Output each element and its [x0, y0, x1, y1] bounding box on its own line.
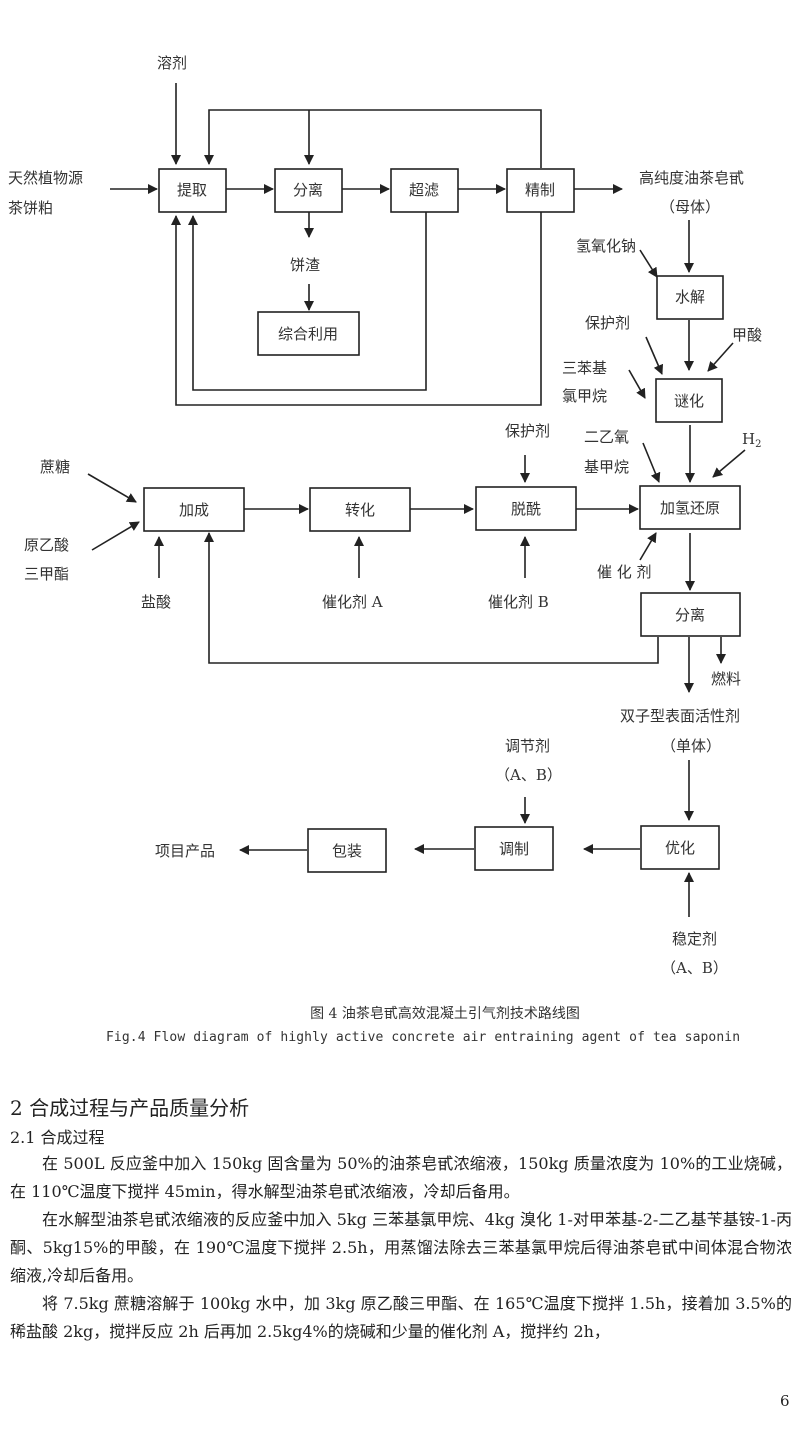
label-sodium-hydroxide: 氢氧化钠	[576, 237, 636, 255]
label-high-purity-line2: （母体）	[660, 198, 720, 216]
process-step-separation-1: 分离	[274, 168, 343, 213]
label-gemini-surfactant-line1: 双子型表面活性剂	[620, 707, 740, 725]
page-number: 6	[780, 1392, 790, 1410]
label-catalyst-b: 催化剂 B	[488, 593, 549, 611]
label-sucrose: 蔗糖	[40, 458, 70, 476]
label-formic-acid: 甲酸	[732, 326, 762, 344]
paragraph: 在水解型油茶皂甙浓缩液的反应釜中加入 5kg 三苯基氯甲烷、4kg 溴化 1-对…	[10, 1210, 792, 1285]
label-regulator-line2: （A、B）	[495, 766, 562, 784]
step-label: 分离	[675, 606, 705, 624]
label-protectant-2: 保护剂	[505, 422, 550, 440]
label-stabilizer-line2: （A、B）	[661, 959, 728, 977]
label-protectant-1: 保护剂	[585, 314, 630, 332]
label-trimethyl-orthoacetate-line2: 三甲酯	[24, 565, 69, 583]
process-step-optimization: 优化	[640, 825, 720, 870]
section-heading: 2 合成过程与产品质量分析	[10, 1096, 250, 1120]
connectors-top	[110, 83, 746, 483]
paragraph: 将 7.5kg 蔗糖溶解于 100kg 水中，加 3kg 原乙酸三甲酯、在 16…	[10, 1294, 792, 1341]
process-step-extraction: 提取	[158, 168, 227, 213]
process-step-comprehensive-use: 综合利用	[257, 311, 360, 356]
step-label: 转化	[345, 501, 375, 519]
label-hydrogen: H2	[742, 430, 761, 450]
step-label: 谜化	[674, 392, 704, 410]
label-product: 项目产品	[155, 842, 215, 860]
hydrogen-subscript: 2	[755, 439, 761, 450]
label-solvent: 溶剂	[157, 54, 187, 72]
label-regulator-line1: 调节剂	[505, 737, 550, 755]
step-label: 调制	[499, 840, 529, 858]
process-step-separation-2: 分离	[640, 592, 741, 637]
label-fuel: 燃料	[711, 670, 741, 688]
step-label: 优化	[665, 839, 695, 857]
step-label: 超滤	[409, 181, 439, 199]
label-trimethyl-orthoacetate-line1: 原乙酸	[24, 536, 69, 554]
step-label: 包装	[332, 842, 362, 860]
step-label: 加氢还原	[660, 499, 720, 517]
step-label: 加成	[179, 501, 209, 519]
label-trityl-chloride-line2: 氯甲烷	[562, 387, 607, 405]
label-diethoxymethane-line2: 基甲烷	[584, 458, 629, 476]
label-raw-material-line2: 茶饼粕	[8, 199, 53, 217]
paragraph: 在 500L 反应釜中加入 150kg 固含量为 50%的油茶皂甙浓缩液，150…	[10, 1154, 792, 1201]
process-step-packaging: 包装	[307, 828, 387, 873]
label-catalyst-a: 催化剂 A	[322, 593, 383, 611]
figure-caption-en: Fig.4 Flow diagram of highly active conc…	[106, 1030, 741, 1045]
label-gemini-surfactant-line2: （单体）	[661, 737, 721, 755]
process-step-refining: 精制	[506, 168, 575, 213]
label-diethoxymethane-line1: 二乙氧	[584, 428, 629, 446]
hydrogen-symbol: H	[742, 430, 755, 448]
connectors-middle	[87, 455, 726, 693]
process-step-etherification: 谜化	[655, 378, 723, 423]
label-stabilizer-line1: 稳定剂	[672, 930, 717, 948]
label-trityl-chloride-line1: 三苯基	[562, 359, 607, 377]
flow-diagram: 提取 分离 超滤 精制 综合利用 水解 谜化 加成 转化 脱酰 加氢还原	[8, 54, 762, 977]
process-step-hydrogenation-reduction: 加氢还原	[639, 485, 741, 530]
label-high-purity-line1: 高纯度油茶皂甙	[639, 169, 744, 187]
step-label: 分离	[293, 181, 323, 199]
step-label: 水解	[675, 288, 705, 306]
process-step-blending: 调制	[474, 826, 554, 871]
process-step-ultrafiltration: 超滤	[390, 168, 459, 213]
label-hydrochloric-acid: 盐酸	[141, 593, 171, 611]
label-catalyst: 催 化 剂	[597, 563, 652, 581]
process-step-hydrolysis: 水解	[656, 275, 724, 320]
figure-caption-cn: 图 4 油茶皂甙高效混凝土引气剂技术路线图	[310, 1006, 580, 1022]
label-raw-material-line1: 天然植物源	[8, 169, 83, 187]
step-label: 提取	[177, 181, 207, 199]
process-step-conversion: 转化	[309, 487, 411, 532]
process-step-deacylation: 脱酰	[475, 486, 577, 531]
step-label: 脱酰	[511, 500, 541, 518]
step-label: 综合利用	[278, 325, 338, 343]
connectors-bottom	[239, 760, 694, 917]
step-label: 精制	[525, 181, 555, 199]
subsection-heading: 2.1 合成过程	[10, 1128, 105, 1147]
process-step-addition: 加成	[143, 487, 245, 532]
label-cake-residue: 饼渣	[290, 256, 320, 274]
